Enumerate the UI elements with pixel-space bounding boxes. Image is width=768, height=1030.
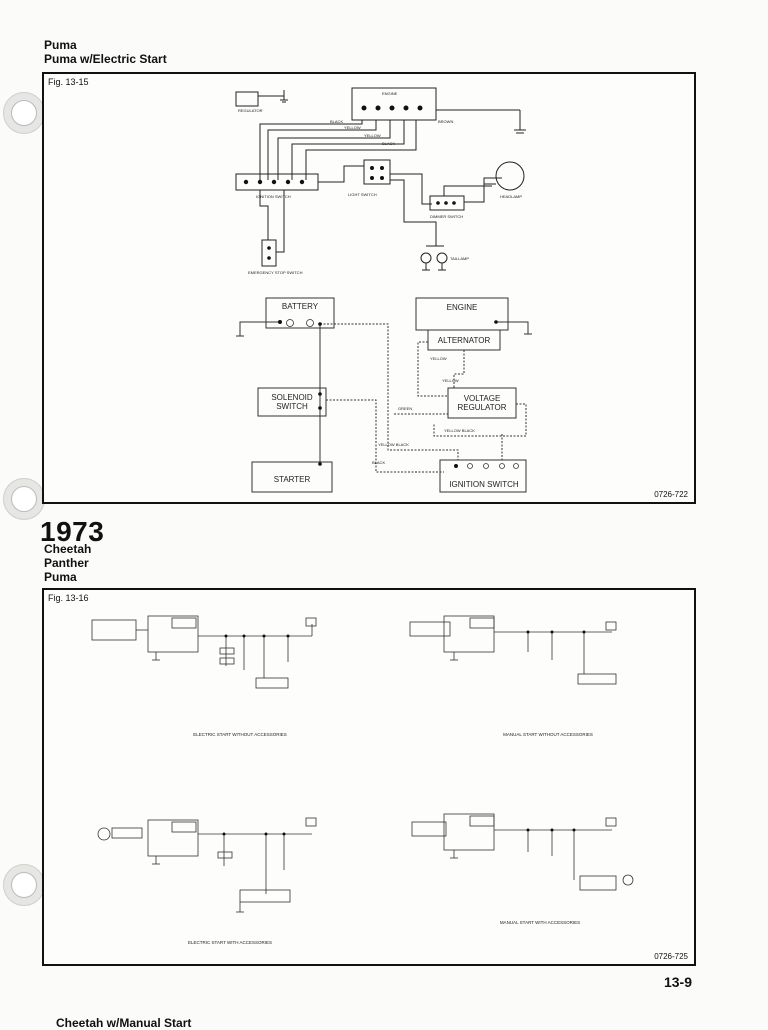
wiring-diagram-top: REGULATOR ENGINE BLACK BROWN YELLOW YELL… — [235, 87, 526, 275]
solenoid-label: SWITCH — [276, 402, 308, 411]
figure-13-15: Fig. 13-15 0726-722 — [42, 72, 696, 504]
regulator-label: REGULATOR — [238, 108, 263, 113]
wire-label: BLACK — [372, 460, 385, 465]
battery-label: BATTERY — [282, 302, 319, 311]
wire-label: BROWN — [438, 119, 453, 124]
headlamp-label: HEADLAMP — [500, 194, 522, 199]
figure-label: Fig. 13-16 — [48, 593, 89, 603]
wire-label: YELLOW BLACK — [378, 442, 409, 447]
section-year: 1973 — [40, 516, 105, 547]
figure-code: 0726-725 — [654, 952, 688, 961]
dimmer-switch-label: DIMMER SWITCH — [430, 214, 463, 219]
wire-label: GREEN — [398, 406, 412, 411]
engine-label: ENGINE — [447, 303, 478, 312]
voltage-regulator-label: VOLTAGE — [464, 394, 501, 403]
figure-code: 0726-722 — [654, 490, 688, 499]
solenoid-label: SOLENOID — [271, 393, 313, 402]
wire-label: YELLOW — [430, 356, 447, 361]
schematic-panels: ELECTRIC START WITHOUT ACCESSORIES MANUA… — [91, 615, 634, 945]
emergency-stop-label: EMERGENCY STOP SWITCH — [248, 270, 303, 275]
taillamp-label: TAILLAMP — [450, 256, 469, 261]
wire-label: BLACK — [382, 141, 395, 146]
wire-label: YELLOW — [442, 378, 459, 383]
page-number: 13-9 — [663, 974, 692, 990]
figure-label: Fig. 13-15 — [48, 77, 89, 87]
voltage-regulator-label: REGULATOR — [457, 403, 506, 412]
wiring-diagram-bottom: BATTERY ENGINE ALTERNATOR SOLENOID SWITC… — [236, 297, 532, 493]
alternator-label: ALTERNATOR — [438, 336, 491, 345]
panel-caption: ELECTRIC START WITHOUT ACCESSORIES — [193, 732, 286, 737]
binder-hole — [3, 92, 45, 134]
figure-13-16: Fig. 13-16 0726-725 — [42, 588, 696, 966]
starter-label: STARTER — [274, 475, 311, 484]
model-name: Panther — [44, 556, 89, 570]
engine-label: ENGINE — [382, 91, 398, 96]
ignition-switch-label: IGNITION SWITCH — [256, 194, 291, 199]
wire-label: YELLOW BLACK — [444, 428, 475, 433]
light-switch-label: LIGHT SWITCH — [348, 192, 377, 197]
wire-label: YELLOW — [364, 133, 381, 138]
panel-caption: MANUAL START WITHOUT ACCESSORIES — [503, 732, 593, 737]
panel-caption: MANUAL START WITH ACCESSORIES — [500, 920, 580, 925]
panel-caption: ELECTRIC START WITH ACCESSORIES — [188, 940, 272, 945]
ignition-switch-label: IGNITION SWITCH — [449, 480, 519, 489]
binder-hole — [3, 864, 45, 906]
model-name: Cheetah — [44, 542, 92, 556]
model-name: Puma — [44, 570, 77, 584]
wire-label: YELLOW — [344, 125, 361, 130]
wire-label: BLACK — [330, 119, 343, 124]
model-heading: Puma w/Electric Start — [44, 52, 167, 66]
next-section-heading: Cheetah w/Manual Start — [56, 1016, 192, 1030]
binder-hole — [3, 478, 45, 520]
model-heading: Puma — [44, 38, 77, 52]
